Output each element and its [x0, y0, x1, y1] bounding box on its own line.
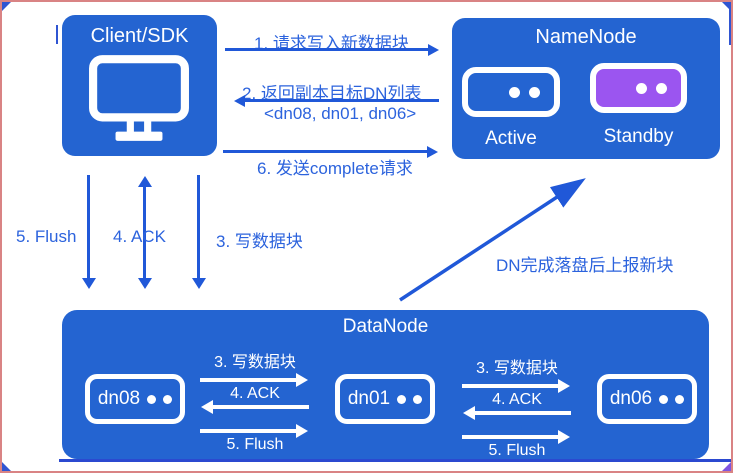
monitor-icon — [89, 55, 189, 141]
pipeline-flush-label: 5. Flush — [488, 442, 546, 459]
corner-mark-top-left — [2, 2, 11, 11]
dn01-label: dn01 — [347, 388, 391, 409]
server-led-dot — [636, 82, 647, 94]
pipeline-ack-arrow-left — [212, 405, 309, 409]
datanode-box: DataNode dn08 dn01 dn06 3. 写数据块 4. ACK 5… — [62, 310, 709, 459]
ack-label: 4. ACK — [113, 227, 166, 246]
edge-artifact-right — [729, 7, 731, 45]
bottom-frame-line — [59, 459, 731, 462]
server-led-dot — [397, 394, 407, 404]
datanode-title: DataNode — [342, 316, 429, 337]
server-led-dot — [413, 394, 423, 404]
msg6-arrow-right — [223, 150, 427, 153]
server-led-dot — [163, 394, 173, 404]
server-led-dot — [675, 394, 685, 404]
client-title: Client/SDK — [90, 25, 189, 47]
pipeline-flush-arrow-right — [462, 435, 559, 439]
pipeline-ack-label: 4. ACK — [230, 385, 280, 402]
report-arrow-diagonal — [399, 178, 586, 302]
server-led-dot — [529, 86, 540, 98]
pipeline-dn01-dn06: 3. 写数据块 4. ACK 5. Flush — [462, 354, 572, 464]
flush-label: 5. Flush — [16, 227, 77, 246]
pipeline-flush-arrow-right — [200, 429, 297, 433]
flush-arrow-down — [87, 175, 90, 279]
active-label: Active — [485, 128, 537, 149]
client-sdk-box: Client/SDK — [62, 15, 217, 156]
msg2-detail-label: <dn08, dn01, dn06> — [264, 104, 417, 123]
datanode-dn06: dn06 — [597, 374, 697, 424]
namenode-box: NameNode Active Standby — [452, 18, 720, 159]
msg6-label: 6. 发送complete请求 — [257, 159, 413, 178]
corner-mark-bottom-right — [722, 462, 731, 471]
server-led-dot — [656, 82, 667, 94]
write-label: 3. 写数据块 — [216, 232, 303, 251]
edge-artifact-left — [56, 25, 58, 44]
corner-mark-bottom-left — [2, 462, 11, 471]
pipeline-dn08-dn01: 3. 写数据块 4. ACK 5. Flush — [200, 348, 310, 458]
pipeline-ack-arrow-left — [474, 411, 571, 415]
datanode-dn08: dn08 — [85, 374, 185, 424]
pipeline-write-arrow-right — [462, 384, 559, 388]
pipeline-flush-label: 5. Flush — [226, 436, 284, 453]
pipeline-write-label: 3. 写数据块 — [476, 360, 558, 377]
write-arrow-down — [197, 175, 200, 279]
pipeline-write-label: 3. 写数据块 — [214, 354, 296, 371]
dn08-label: dn08 — [97, 388, 141, 409]
datanode-dn01: dn01 — [335, 374, 435, 424]
corner-mark-top-right — [722, 2, 731, 11]
namenode-title: NameNode — [535, 26, 637, 48]
active-namenode-icon — [462, 67, 560, 117]
ack-arrow-bidirectional — [143, 186, 146, 279]
dn06-label: dn06 — [609, 388, 653, 409]
pipeline-ack-label: 4. ACK — [492, 391, 542, 408]
standby-label: Standby — [603, 126, 674, 147]
pipeline-write-arrow-right — [200, 378, 297, 382]
standby-namenode-icon — [590, 63, 687, 113]
msg2-arrow-left — [245, 99, 439, 102]
report-label: DN完成落盘后上报新块 — [496, 256, 674, 275]
server-led-dot — [509, 86, 520, 98]
msg1-arrow-right — [225, 48, 428, 51]
server-led-dot — [147, 394, 157, 404]
server-led-dot — [659, 394, 669, 404]
